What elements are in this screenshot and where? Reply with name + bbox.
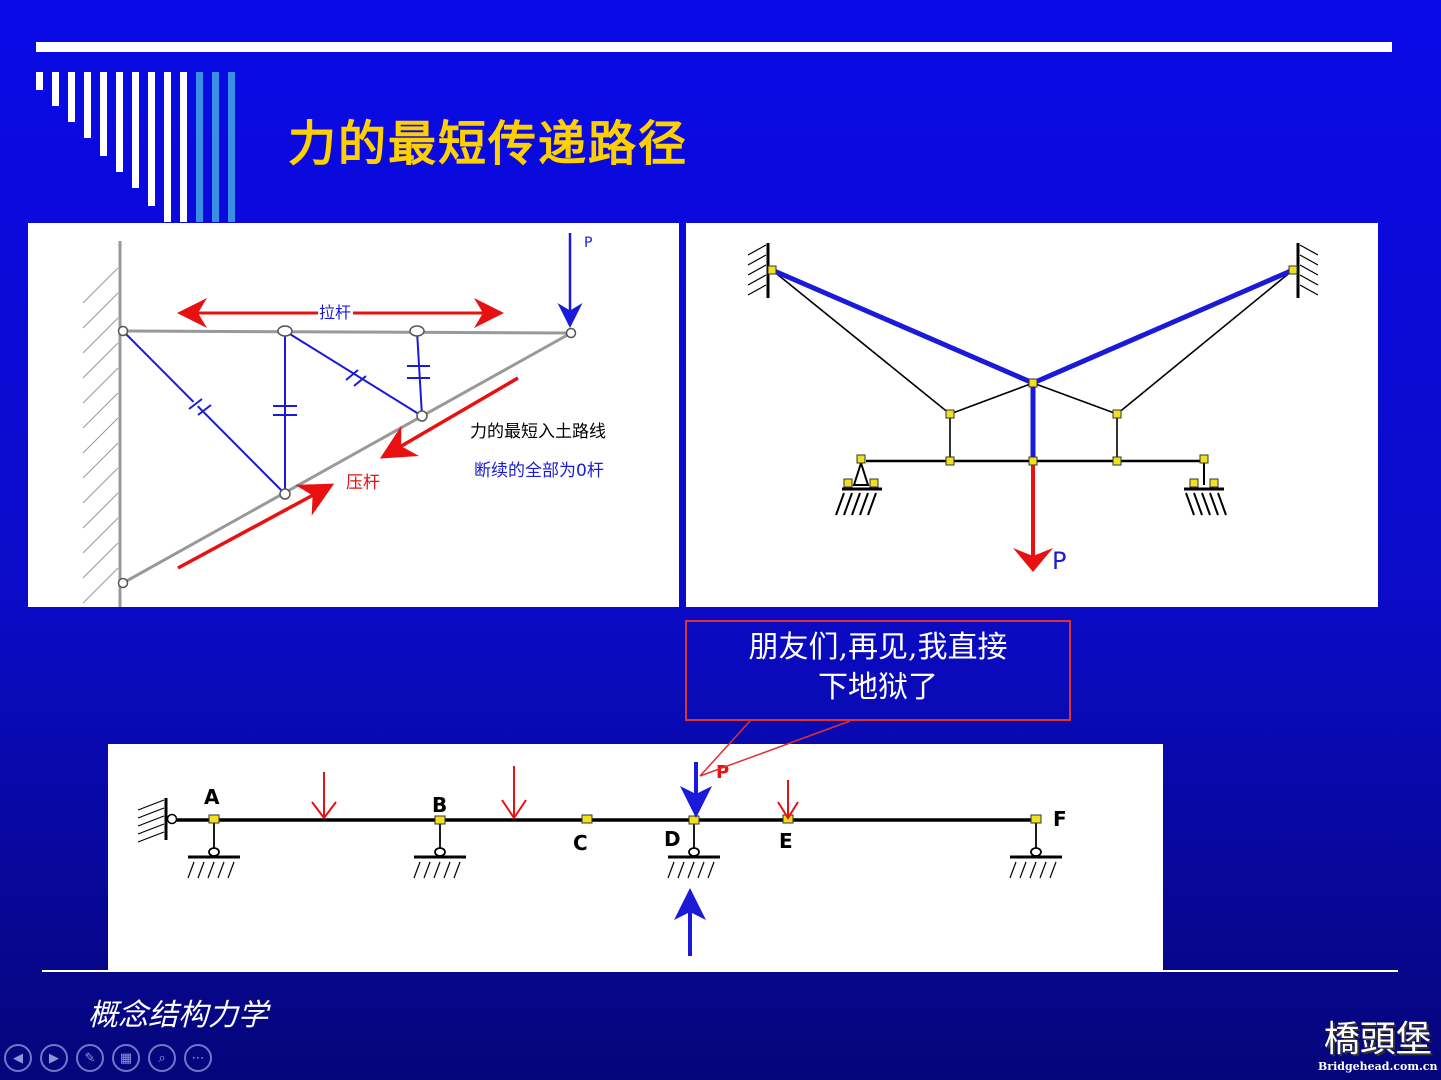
left-wall-hatch xyxy=(747,243,770,298)
left-wall-hatch xyxy=(137,798,168,843)
zero-member-breaks xyxy=(188,365,430,416)
load-label: P xyxy=(584,235,592,251)
more-icon[interactable]: ⋯ xyxy=(184,1044,212,1072)
truss-diagram: P 拉杆 压杆 力的最短入土路线 断续的全部为0杆 xyxy=(82,233,606,607)
speech-callout xyxy=(685,620,1071,721)
next-icon[interactable]: ▶ xyxy=(40,1044,68,1072)
joints xyxy=(117,325,577,589)
slide-title: 力的最短传递路径 xyxy=(288,116,689,172)
top-rule xyxy=(36,42,1392,52)
beam-diagram: P A B C D E F xyxy=(137,762,1067,956)
watermark-url: Bridgehead.com.cn xyxy=(1318,1060,1438,1073)
note-zero-members: 断续的全部为0杆 xyxy=(474,461,604,481)
footer-title: 概念结构力学 xyxy=(88,998,268,1033)
slideshow-controls: ◀ ▶ ✎ ▦ ⌕ ⋯ xyxy=(4,1044,212,1072)
right-wall-hatch xyxy=(1296,243,1319,298)
callout-text: 朋友们,再见,我直接 下地狱了 xyxy=(690,628,1066,708)
ground-hatch xyxy=(187,861,1057,879)
truss-diagram-panel: P 拉杆 压杆 力的最短入土路线 断续的全部为0杆 xyxy=(28,223,679,607)
top-chord xyxy=(122,329,572,335)
wall-hatch xyxy=(82,241,122,607)
callout-line-2: 下地狱了 xyxy=(818,670,938,705)
beam-diagram-panel: P A B C D E F xyxy=(108,744,1163,971)
load-label: P xyxy=(716,762,729,783)
watermark-main: 橋頭堡 xyxy=(1323,1019,1432,1060)
node-label-c: C xyxy=(573,831,588,855)
supports xyxy=(188,820,1062,859)
red-load-arrows xyxy=(311,766,799,820)
suspension-diagram: P xyxy=(747,243,1319,575)
node-label-f: F xyxy=(1053,807,1067,831)
heavy-members xyxy=(771,267,1294,461)
node-label-d: D xyxy=(664,827,681,851)
suspension-diagram-panel: P xyxy=(686,223,1378,607)
compression-label: 压杆 xyxy=(346,473,380,493)
note-shortest-path: 力的最短入土路线 xyxy=(470,422,606,442)
node-label-a: A xyxy=(204,785,220,809)
tension-label: 拉杆 xyxy=(319,303,351,322)
bottom-chord xyxy=(122,331,572,585)
callout-line-1: 朋友们,再见,我直接 xyxy=(748,630,1008,665)
compression-arrow-lower xyxy=(177,483,335,570)
web-members xyxy=(122,330,423,495)
prev-icon[interactable]: ◀ xyxy=(4,1044,32,1072)
joints xyxy=(767,265,1298,488)
stripe-decoration xyxy=(36,72,235,222)
node-labels: A B C D E F xyxy=(204,785,1067,855)
wall-hinge xyxy=(166,813,178,825)
node-label-e: E xyxy=(779,829,793,853)
slides-icon[interactable]: ▦ xyxy=(112,1044,140,1072)
zoom-icon[interactable]: ⌕ xyxy=(148,1044,176,1072)
pen-icon[interactable]: ✎ xyxy=(76,1044,104,1072)
load-label: P xyxy=(1052,547,1066,575)
supports xyxy=(835,459,1227,516)
compression-arrow-upper xyxy=(379,376,519,459)
watermark-logo: 橋頭堡 Bridgehead.com.cn xyxy=(1318,1019,1438,1074)
node-label-b: B xyxy=(432,793,447,817)
bottom-rule xyxy=(42,970,1398,972)
